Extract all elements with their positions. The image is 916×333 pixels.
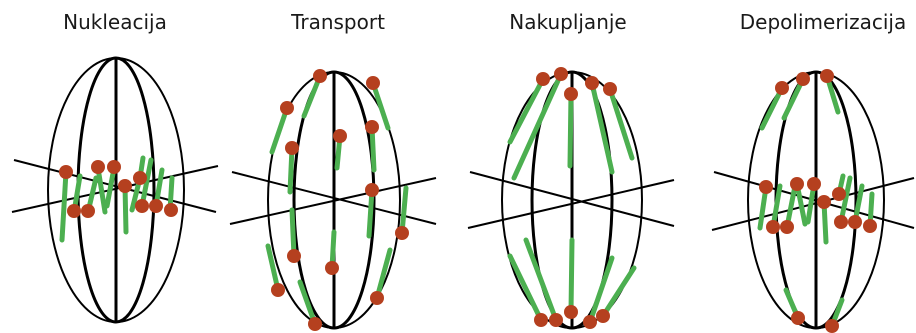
microtubules — [507, 71, 637, 325]
panel-title: Nakupljanje — [509, 10, 627, 34]
panel-nukleacija: Nukleacija — [15, 0, 215, 333]
microtubules — [59, 155, 175, 243]
panel-transport: Transport — [238, 0, 438, 333]
panel-depolimerizacija: Depolimerizacija — [730, 0, 916, 333]
panel-title: Depolimerizacija — [739, 10, 907, 34]
spindle-nukleacija — [11, 56, 219, 324]
panel-nakupljanje: Nakupljanje — [468, 0, 668, 333]
chromosome-dots — [759, 69, 877, 333]
panel-title: Transport — [291, 10, 385, 34]
microtubules — [265, 73, 409, 327]
spindle-nakupljanje — [467, 67, 675, 330]
panel-title: Nukleacija — [63, 10, 167, 34]
chromosome-dots — [534, 67, 617, 329]
chromosome-dots — [59, 160, 178, 218]
spindle-depolimerizacija — [711, 69, 915, 333]
chromosome-dots — [271, 69, 409, 331]
spindle-transport — [229, 69, 437, 331]
